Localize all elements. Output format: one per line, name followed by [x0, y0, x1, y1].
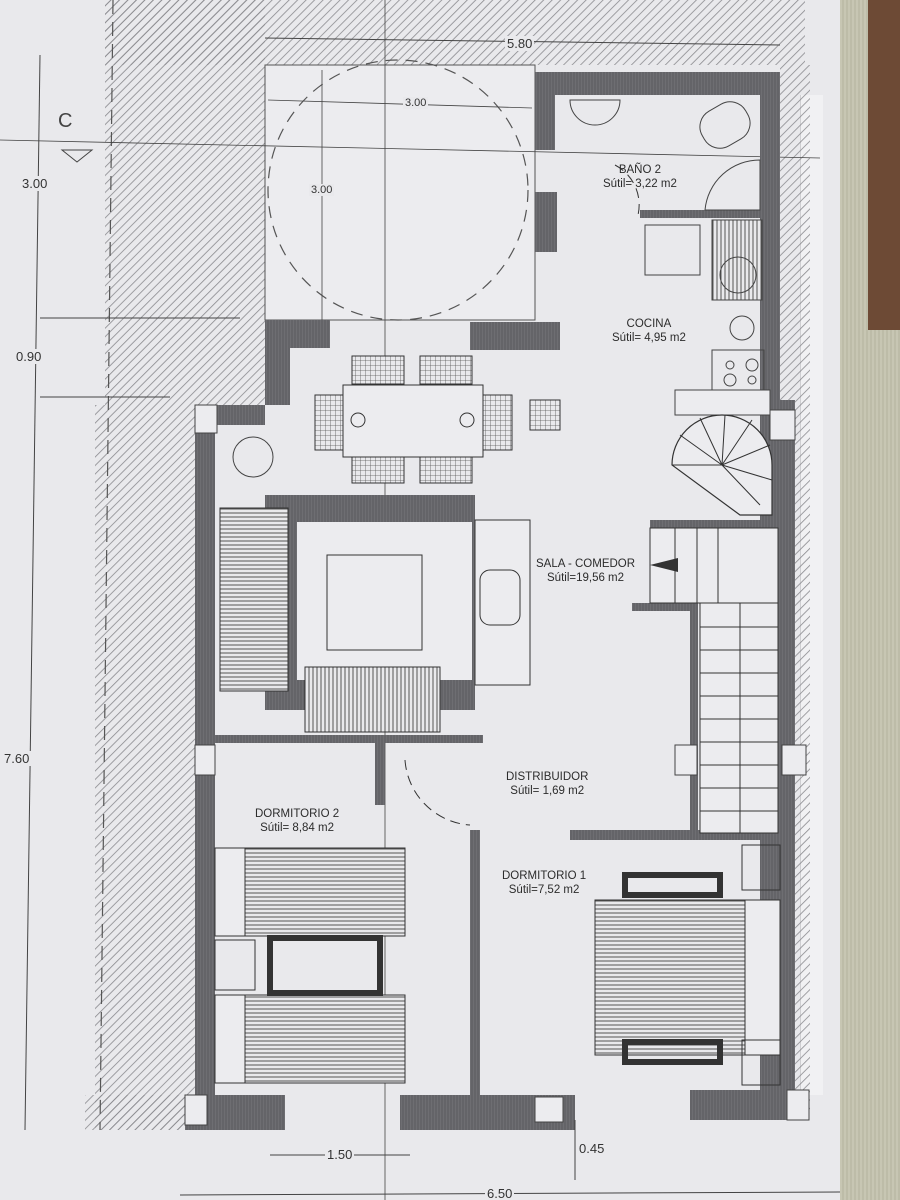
- bedroom-2-beds: [214, 847, 406, 1084]
- interior-walls: [213, 210, 780, 1100]
- room-name: DISTRIBUIDOR: [506, 771, 589, 783]
- living-area: [219, 495, 531, 733]
- room-name: SALA - COMEDOR: [536, 558, 636, 570]
- wood-edge: [868, 0, 900, 330]
- structural-columns: [184, 404, 810, 1126]
- bathroom-fixtures: [569, 99, 761, 211]
- room-area: Sútil=19,56 m2: [547, 572, 625, 584]
- room-area: Sútil= 3,22 m2: [603, 178, 677, 190]
- dim-patio-depth: 3.00: [309, 184, 335, 196]
- bedroom-1-bed: [594, 844, 781, 1086]
- room-area: Sútil= 8,84 m2: [260, 822, 334, 834]
- room-dormitorio-2: DORMITORIO 2 Sútil= 8,84 m2: [255, 807, 339, 835]
- room-cocina: COCINA Sútil= 4,95 m2: [612, 317, 686, 345]
- dim-bottom-offset: 0.45: [577, 1141, 607, 1156]
- room-name: COCINA: [626, 318, 672, 330]
- straight-staircase: [649, 527, 779, 834]
- dining-set: [232, 355, 561, 484]
- dim-left-total: 7.60: [2, 751, 32, 766]
- kitchen-fixtures: [644, 219, 765, 391]
- room-dormitorio-1: DORMITORIO 1 Sútil=7,52 m2: [502, 869, 586, 897]
- room-name: BAÑO 2: [618, 164, 662, 176]
- room-name: DORMITORIO 1: [502, 870, 587, 882]
- dim-left-middle: 0.90: [14, 349, 44, 364]
- section-marker-c: C: [58, 110, 73, 132]
- dim-top-total: 5.80: [505, 36, 535, 51]
- spiral-staircase: [671, 414, 773, 516]
- room-area: Sútil= 1,69 m2: [510, 785, 585, 797]
- room-distribuidor: DISTRIBUIDOR Sútil= 1,69 m2: [506, 770, 588, 798]
- room-area: Sútil= 4,95 m2: [612, 332, 686, 344]
- dim-patio-width: 3.00: [403, 97, 429, 109]
- section-triangle: [60, 149, 94, 163]
- room-sala-comedor: SALA - COMEDOR Sútil=19,56 m2: [536, 557, 635, 585]
- room-area: Sútil=7,52 m2: [508, 884, 580, 896]
- room-name: DORMITORIO 2: [255, 808, 340, 820]
- door-swings: [404, 164, 640, 826]
- room-bano-2: BAÑO 2 Sútil= 3,22 m2: [603, 163, 677, 191]
- dim-bottom-total: 6.50: [485, 1186, 515, 1200]
- dim-left-upper: 3.00: [20, 176, 50, 191]
- dim-bottom-window: 1.50: [325, 1147, 355, 1162]
